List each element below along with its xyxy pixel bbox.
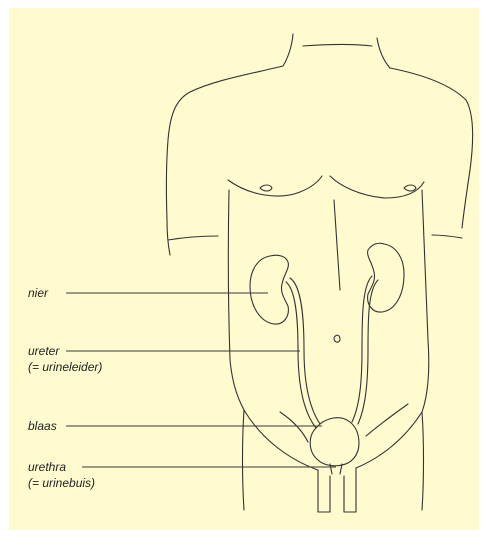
label-ureter: ureter bbox=[28, 344, 59, 358]
label-kidney: nier bbox=[28, 286, 48, 300]
label-urethra: urethra bbox=[28, 460, 66, 474]
label-bladder: blaas bbox=[28, 419, 57, 433]
left-arm-outline bbox=[168, 236, 218, 240]
torso-outline bbox=[166, 66, 283, 255]
left-kidney bbox=[250, 255, 288, 324]
right-nipple bbox=[404, 185, 416, 191]
label-ureter-alt: (= urineleider) bbox=[28, 360, 102, 374]
neck-outline bbox=[283, 34, 293, 66]
navel bbox=[334, 335, 340, 342]
pelvis-outline bbox=[280, 412, 308, 442]
bladder bbox=[310, 418, 359, 466]
label-urethra-alt: (= urinebuis) bbox=[28, 476, 95, 490]
legs-outline bbox=[243, 410, 245, 510]
chest-outline bbox=[228, 176, 322, 196]
right-kidney bbox=[368, 243, 404, 312]
right-ureter bbox=[352, 276, 372, 422]
left-nipple bbox=[260, 185, 272, 191]
